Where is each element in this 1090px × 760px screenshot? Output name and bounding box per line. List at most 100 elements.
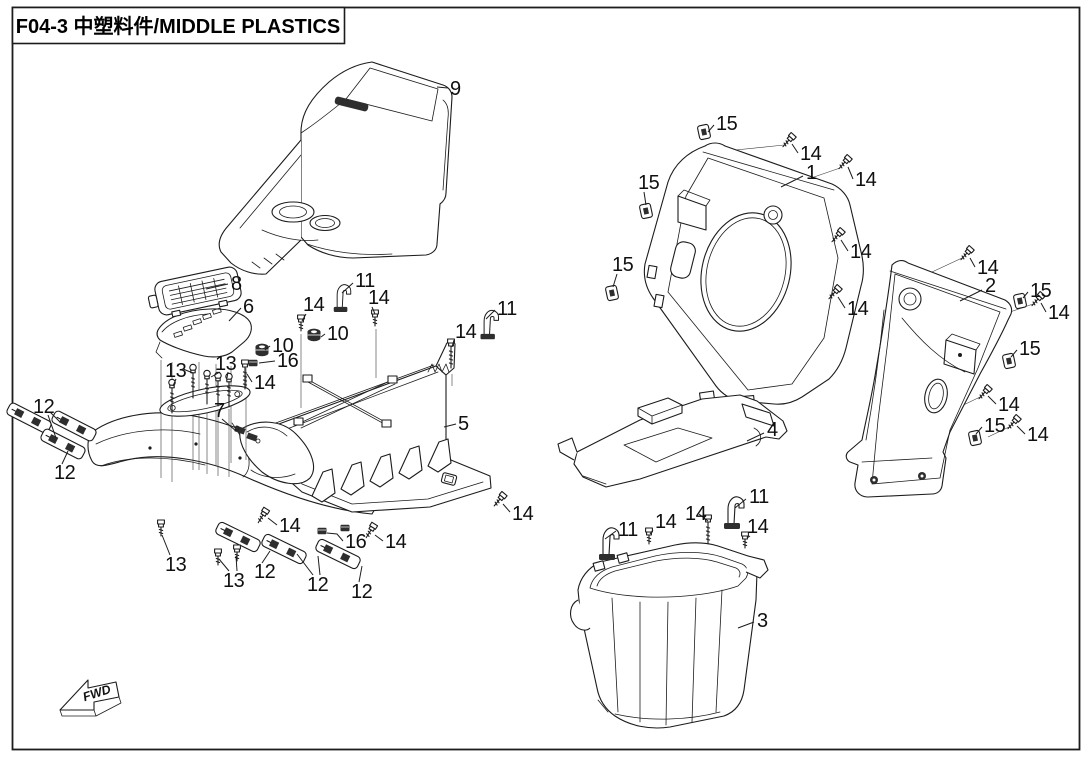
callout-label-14: 14 bbox=[747, 516, 769, 538]
hook-bracket-icon bbox=[598, 527, 620, 561]
callout-label-7: 7 bbox=[214, 400, 225, 422]
part-6-shift-cover-drawing-path-path bbox=[212, 307, 222, 315]
part-1-rear-panel-drawing-path bbox=[677, 189, 711, 207]
callout-leader-line bbox=[959, 289, 983, 302]
callout-leader-line bbox=[734, 498, 747, 509]
grommet-icon bbox=[255, 343, 269, 357]
fwd-direction-marker-path bbox=[59, 696, 122, 717]
part-5-console-base-drawing-path bbox=[427, 438, 452, 473]
part-9-console-rear-cover-drawing-path bbox=[315, 218, 335, 228]
part-2-side-panel-drawing-path bbox=[865, 309, 885, 441]
callout-label-8: 8 bbox=[231, 273, 242, 295]
callout-label-12: 12 bbox=[54, 462, 76, 484]
callout-leader-line bbox=[264, 345, 271, 351]
callout-leader-line bbox=[649, 529, 654, 535]
callout-label-14: 14 bbox=[1027, 424, 1049, 446]
part-8-vented-cap-drawing-path bbox=[201, 280, 207, 300]
callout-leader-line bbox=[358, 565, 363, 583]
part-5-console-base-drawing-path bbox=[293, 417, 304, 426]
part-8-vented-cap-drawing-path bbox=[189, 283, 195, 303]
part-1-rear-panel-drawing-path bbox=[677, 195, 707, 231]
part-9-console-rear-cover-drawing-path bbox=[442, 99, 449, 191]
callout-label-13: 13 bbox=[223, 570, 245, 592]
part-5-console-base-drawing-path bbox=[387, 375, 398, 384]
callout-label-11: 11 bbox=[749, 486, 769, 508]
callout-label-3: 3 bbox=[757, 610, 768, 632]
part-4-storage-lid-drawing-path bbox=[582, 475, 607, 485]
callout-leader-line bbox=[975, 426, 983, 435]
part-1-rear-panel-drawing-path bbox=[670, 241, 696, 279]
callout-label-9: 9 bbox=[450, 78, 461, 100]
callout-label-5: 5 bbox=[458, 413, 469, 435]
hook-bracket-icon bbox=[480, 309, 499, 340]
callout-leader-line bbox=[320, 333, 326, 338]
part-5-console-base-drawing-path bbox=[148, 446, 152, 450]
part-9-console-rear-cover-drawing bbox=[218, 61, 453, 275]
callout-leader-line bbox=[301, 313, 307, 322]
part-5-console-base-drawing-path bbox=[238, 456, 242, 460]
callout-leader-line bbox=[228, 307, 242, 322]
hook-bracket-icon bbox=[723, 496, 745, 530]
part-5-console-base-drawing-path bbox=[300, 383, 396, 429]
screw-icon bbox=[233, 544, 241, 562]
callout-label-13: 13 bbox=[165, 360, 187, 382]
nut-icon bbox=[317, 527, 327, 535]
callout-label-12: 12 bbox=[351, 581, 373, 603]
part-9-console-rear-cover-drawing-path bbox=[279, 205, 307, 219]
part-7-clamp-detail-path bbox=[234, 425, 240, 431]
part-1-rear-panel-drawing-path bbox=[702, 151, 835, 191]
part-2-side-panel-drawing-path bbox=[901, 317, 966, 373]
callout-leader-line bbox=[261, 550, 271, 564]
callout-leader-line bbox=[341, 282, 354, 294]
callout-leader-line bbox=[451, 339, 455, 348]
clip-icon bbox=[638, 202, 654, 220]
part-1-rear-panel-drawing-path bbox=[705, 217, 787, 327]
callout-leader-line bbox=[969, 257, 976, 268]
callout-label-14: 14 bbox=[455, 321, 477, 343]
screw-icon bbox=[214, 548, 222, 566]
fwd-direction-marker: FWD bbox=[59, 679, 122, 717]
title-block: F04-3 中塑料件/MIDDLE PLASTICS bbox=[11, 6, 346, 45]
part-4-storage-lid-drawing-path bbox=[637, 404, 683, 425]
callout-label-14: 14 bbox=[855, 169, 877, 191]
callout-leader-line bbox=[210, 371, 221, 378]
part-1-rear-panel-drawing bbox=[643, 142, 864, 406]
part-2-side-panel-drawing-path bbox=[958, 353, 962, 357]
callout-leader-line bbox=[840, 239, 849, 252]
part-7-bracket-plate-drawing-path bbox=[159, 385, 251, 417]
callout-label-12: 12 bbox=[254, 561, 276, 583]
part-5-console-base-drawing-path bbox=[278, 371, 439, 433]
part-9-console-rear-cover-drawing-path bbox=[334, 96, 369, 112]
callout-label-1: 1 bbox=[806, 162, 817, 184]
part-7-bracket-plate-drawing-path bbox=[234, 391, 241, 398]
part-3-storage-bin-drawing-path bbox=[691, 597, 697, 723]
callout-label-14: 14 bbox=[512, 503, 534, 525]
part-7-bracket-plate-drawing-path bbox=[167, 389, 243, 413]
part-4-storage-lid-drawing-path bbox=[753, 427, 762, 447]
assembly-alignment-lines-path bbox=[987, 426, 1010, 438]
callout-leader-line bbox=[182, 368, 194, 374]
callout-label-11: 11 bbox=[618, 519, 638, 541]
callout-leader-line bbox=[296, 553, 314, 576]
screw-icon bbox=[645, 527, 653, 545]
callout-leader-line bbox=[847, 166, 854, 180]
callout-leader-line bbox=[1010, 349, 1018, 358]
part-2-side-panel-drawing-path bbox=[898, 287, 922, 311]
callout-leader-line bbox=[246, 373, 253, 383]
callout-label-14: 14 bbox=[303, 294, 325, 316]
callout-leader-line bbox=[267, 517, 278, 526]
part-5-console-base-drawing-path bbox=[440, 472, 458, 486]
callout-leader-line bbox=[47, 414, 57, 439]
part-6-shift-cover-drawing-path-path bbox=[173, 330, 183, 338]
callout-label-12: 12 bbox=[307, 574, 329, 596]
callout-leader-line bbox=[235, 555, 238, 572]
callout-leader-line bbox=[205, 283, 229, 290]
part-6-shift-cover-drawing bbox=[155, 307, 252, 359]
part-5-console-base-drawing-path bbox=[302, 374, 313, 383]
callout-leader-line bbox=[371, 306, 376, 315]
callout-leader-line bbox=[612, 273, 618, 288]
part-2-side-panel-drawing-path bbox=[861, 457, 933, 463]
